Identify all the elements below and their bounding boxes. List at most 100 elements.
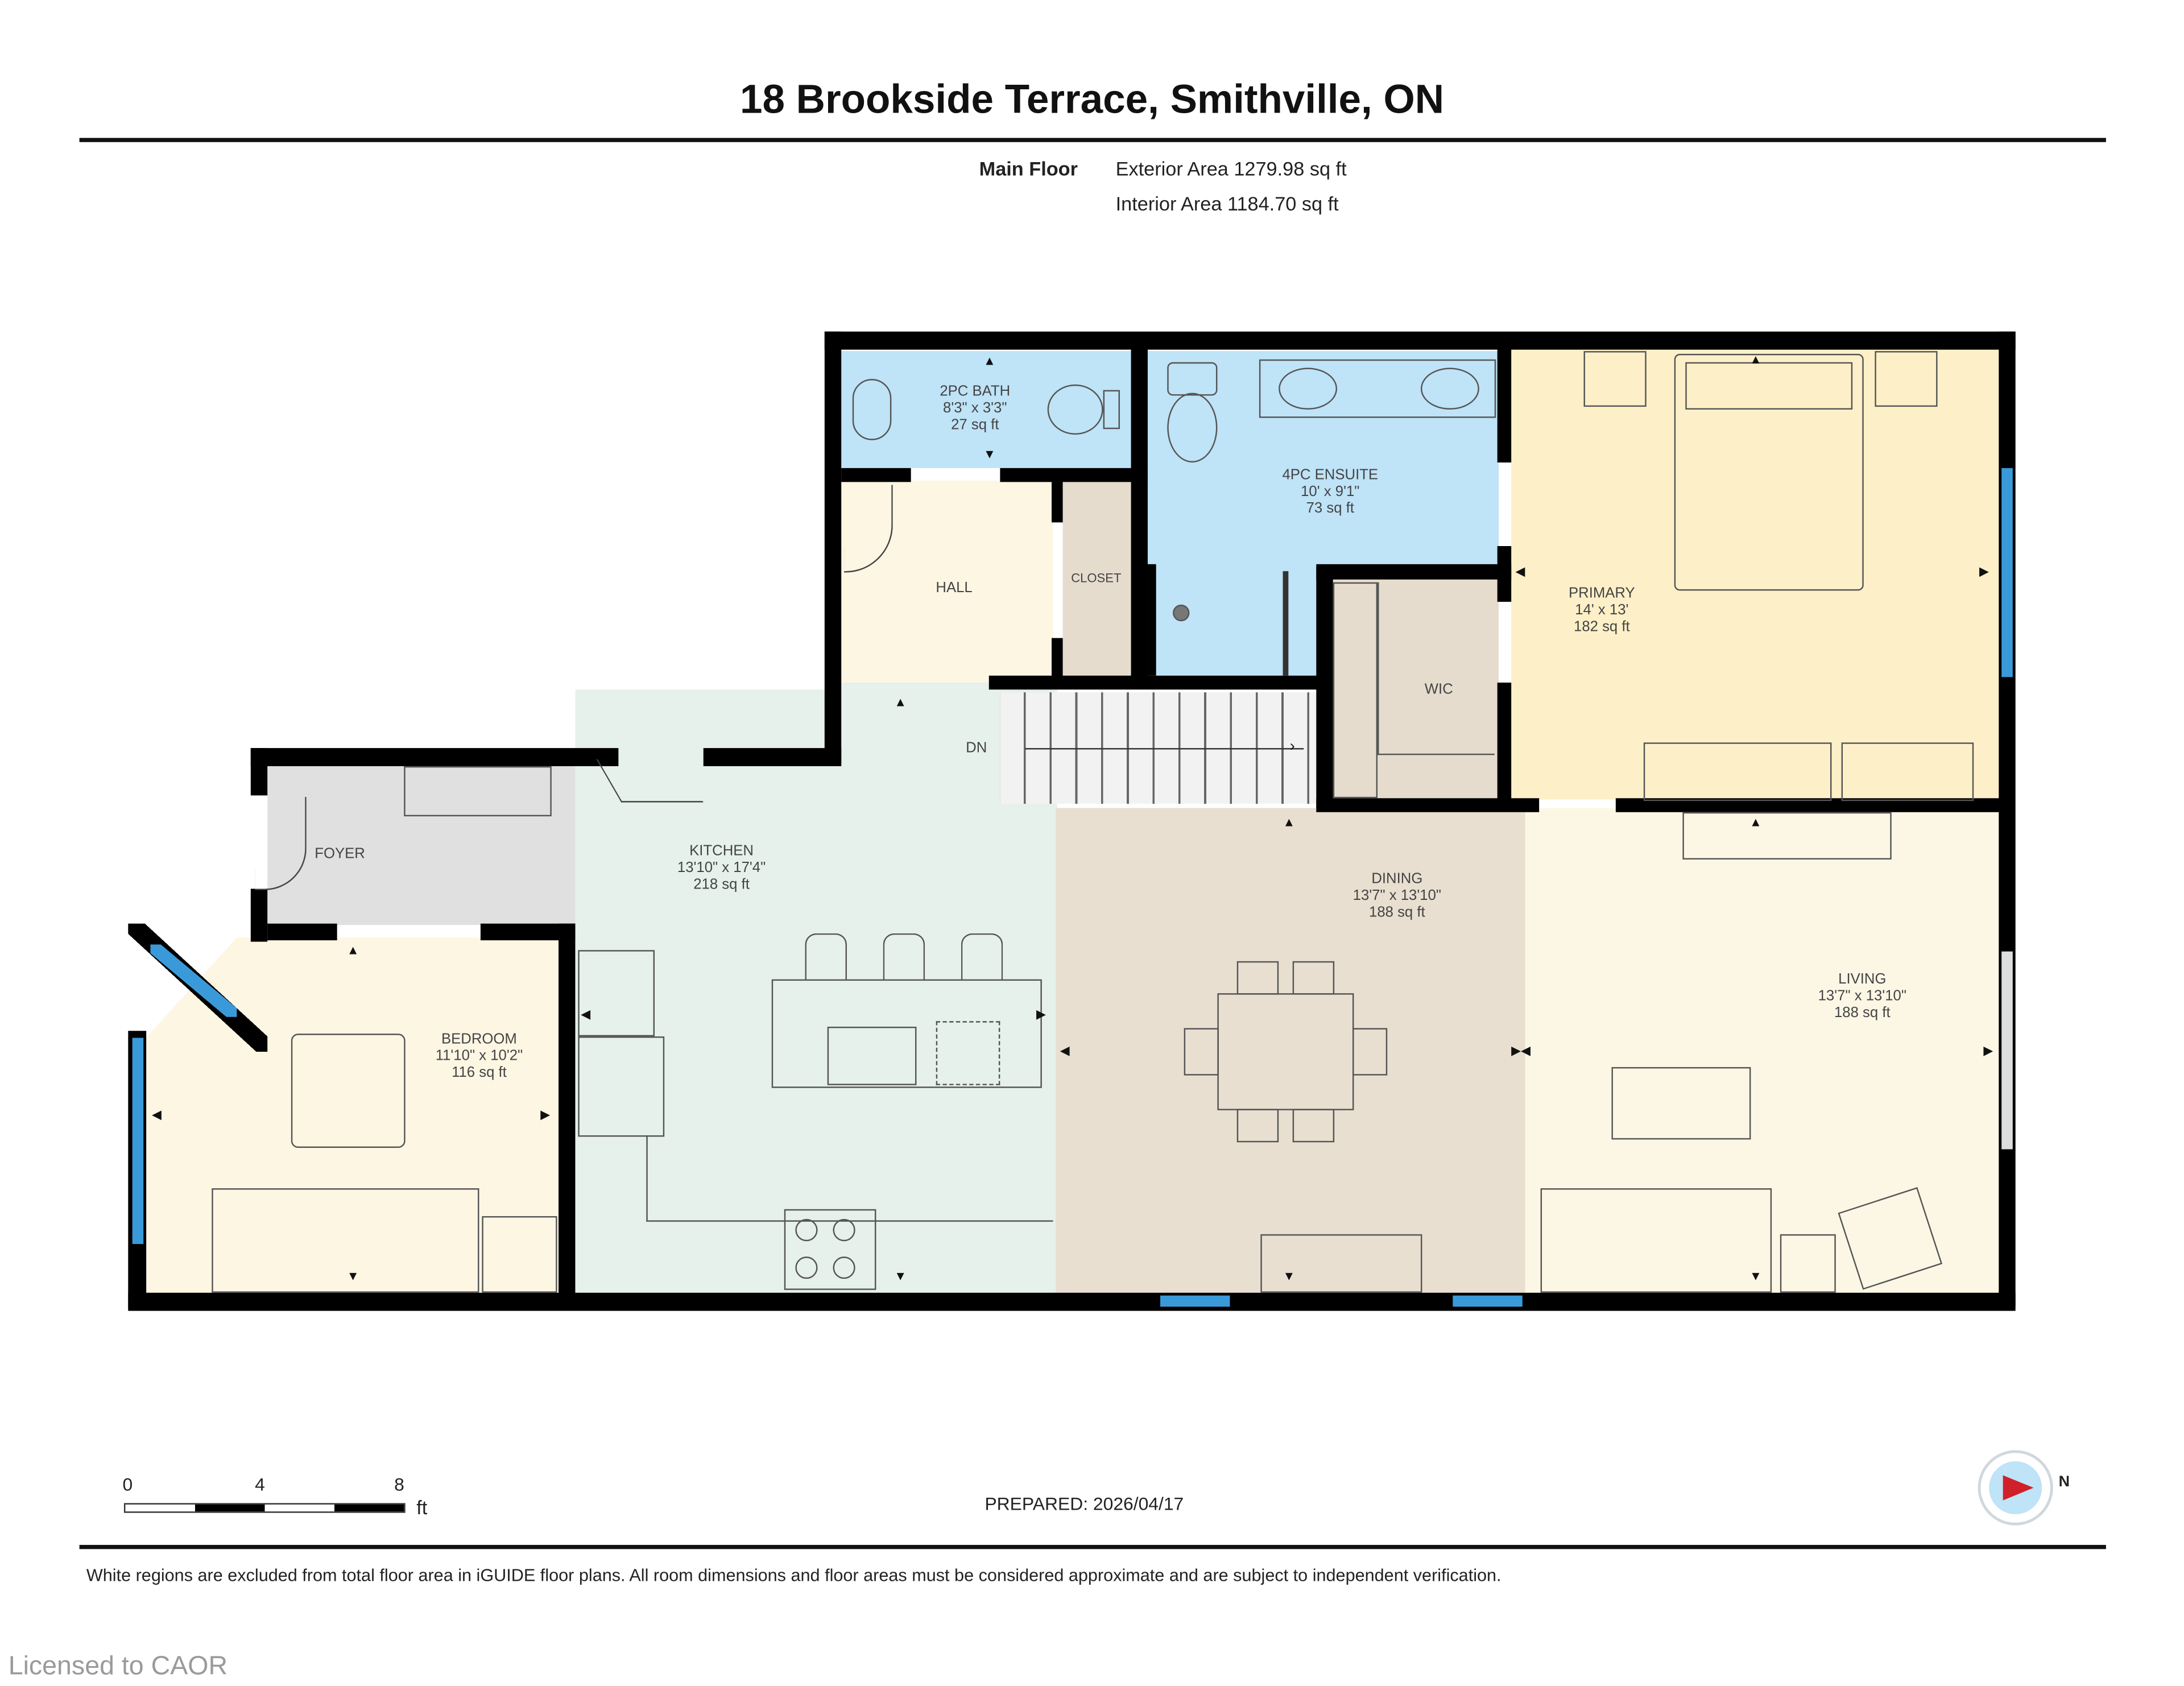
- dining-chair: [1292, 961, 1335, 995]
- dimension-arrow-icon: ▼: [1749, 1269, 1762, 1283]
- room-label-primary: PRIMARY 14' x 13' 182 sq ft: [1568, 585, 1635, 635]
- room-label-bedroom: BEDROOM 11'10" x 10'2" 116 sq ft: [435, 1031, 523, 1081]
- bedroom-ottoman: [291, 1034, 406, 1148]
- room-label-dining: DINING 13'7" x 13'10" 188 sq ft: [1352, 870, 1442, 921]
- dimension-arrow-icon: ◀: [151, 1107, 162, 1122]
- room-label-kitchen: KITCHEN 13'10" x 17'4" 218 sq ft: [677, 842, 766, 893]
- room-primary: [1511, 348, 1999, 800]
- room-foyer: [267, 766, 576, 925]
- living-exterior-door: [2001, 951, 2013, 1150]
- shower-drain-icon: [1173, 604, 1190, 622]
- dimension-arrow-icon: ▲: [983, 354, 996, 368]
- stairs-label: DN: [966, 739, 987, 757]
- kitchen-island: [771, 979, 1042, 1088]
- window-primary: [2001, 468, 2013, 677]
- bath-toilet: [1047, 384, 1103, 435]
- dimension-arrow-icon: ▶: [1036, 1007, 1046, 1022]
- dining-chair: [1236, 1109, 1279, 1143]
- room-kitchen: [575, 689, 1057, 1295]
- nightstand-left: [1583, 351, 1647, 407]
- wall-hall-closet-b: [1051, 638, 1063, 683]
- dimension-arrow-icon: ▼: [1283, 1269, 1296, 1283]
- wall-north: [824, 331, 2016, 350]
- wall-foyer-north-a: [250, 748, 619, 766]
- ensuite-vanity: [1259, 359, 1496, 418]
- wall-bedroom-kitchen: [559, 923, 576, 1307]
- room-closet: [1062, 480, 1131, 683]
- wall-foyer-bedroom-a: [267, 923, 337, 941]
- tv-console: [1682, 812, 1892, 860]
- scale-bar: 0 4 8 ft: [123, 1474, 443, 1530]
- bedroom-side-table: [482, 1216, 557, 1293]
- wall-shower-west: [1147, 564, 1156, 676]
- wall-south: [128, 1292, 2016, 1311]
- kitchen-fridge: [578, 1036, 665, 1137]
- wall-wic-south: [1316, 798, 1540, 812]
- room-label-hall: HALL: [936, 579, 973, 597]
- room-living: [1525, 808, 1999, 1295]
- dimension-arrow-icon: ▲: [1749, 815, 1762, 829]
- scale-unit: ft: [416, 1496, 428, 1519]
- coffee-table: [1611, 1067, 1751, 1140]
- bath-sink: [852, 379, 892, 440]
- stair-arrow-icon: ›: [1289, 738, 1295, 755]
- burner-icon: [833, 1218, 855, 1242]
- license-watermark: Licensed to CAOR: [8, 1652, 228, 1681]
- wall-upper-west: [824, 331, 842, 764]
- wic-shelf-south: [1378, 582, 1495, 755]
- dimension-arrow-icon: ▶: [540, 1107, 551, 1122]
- dimension-arrow-icon: ▼: [346, 1269, 359, 1283]
- interior-area: Interior Area 1184.70 sq ft: [1115, 192, 1339, 215]
- ensuite-shower: [1147, 564, 1318, 676]
- scale-tick-4: 4: [255, 1474, 265, 1495]
- ensuite-sink-2: [1420, 367, 1479, 410]
- shower-glass: [1283, 571, 1289, 676]
- dining-chair: [1236, 961, 1279, 995]
- dimension-arrow-icon: ◀: [581, 1007, 591, 1022]
- room-wic: [1330, 579, 1499, 803]
- wall-primary-west-c: [1497, 683, 1512, 808]
- burner-icon: [833, 1256, 855, 1279]
- wall-foyer-north-b: [703, 748, 842, 766]
- dining-chair: [1352, 1028, 1388, 1076]
- ensuite-toilet: [1167, 392, 1218, 463]
- bar-stool-3: [961, 933, 1003, 981]
- floor-plan: › DN: [128, 331, 2016, 1311]
- scale-tick-8: 8: [394, 1474, 404, 1495]
- dishwasher: [936, 1021, 1000, 1085]
- window-bedroom-angled: [150, 944, 237, 1017]
- scale-tick-0: 0: [122, 1474, 133, 1495]
- living-sofa: [1540, 1188, 1772, 1293]
- wall-hall-closet-a: [1051, 480, 1063, 523]
- kitchen-counter-west: [578, 950, 655, 1037]
- room-dining: [1056, 808, 1527, 1295]
- header-divider: [79, 138, 2106, 142]
- footer-divider: [79, 1544, 2106, 1549]
- burner-icon: [795, 1256, 818, 1279]
- dimension-arrow-icon: ▲: [346, 943, 359, 957]
- disclaimer-text: White regions are excluded from total fl…: [86, 1565, 1502, 1585]
- scale-bar-graphic: [123, 1503, 406, 1513]
- wic-shelf-west: [1333, 582, 1378, 799]
- window-living: [1453, 1295, 1523, 1307]
- room-label-4pc-ensuite: 4PC ENSUITE 10' x 9'1" 73 sq ft: [1282, 466, 1379, 517]
- wall-foyer-west-a: [250, 748, 268, 796]
- room-label-living: LIVING 13'7" x 13'10" 188 sq ft: [1818, 970, 1906, 1022]
- wall-primary-west-a: [1497, 348, 1512, 463]
- ensuite-sink-1: [1279, 367, 1338, 410]
- wall-primary-west-b: [1497, 546, 1512, 602]
- wall-bath-hall-b: [1000, 468, 1148, 482]
- compass-north-label: N: [2058, 1474, 2070, 1491]
- burner-icon: [795, 1218, 818, 1242]
- dimension-arrow-icon: ◀: [1515, 564, 1525, 578]
- wall-bath-hall-a: [841, 468, 911, 482]
- prepared-date: PREPARED: 2026/04/17: [985, 1493, 1184, 1515]
- window-bedroom-west: [132, 1038, 144, 1244]
- bar-stool-1: [805, 933, 847, 981]
- wall-closet-ensuite: [1131, 348, 1148, 683]
- ensuite-toilet-tank: [1167, 362, 1218, 396]
- page-title: 18 Brookside Terrace, Smithville, ON: [739, 78, 1445, 123]
- dining-table: [1217, 993, 1354, 1110]
- stair-direction-line: [1025, 748, 1304, 750]
